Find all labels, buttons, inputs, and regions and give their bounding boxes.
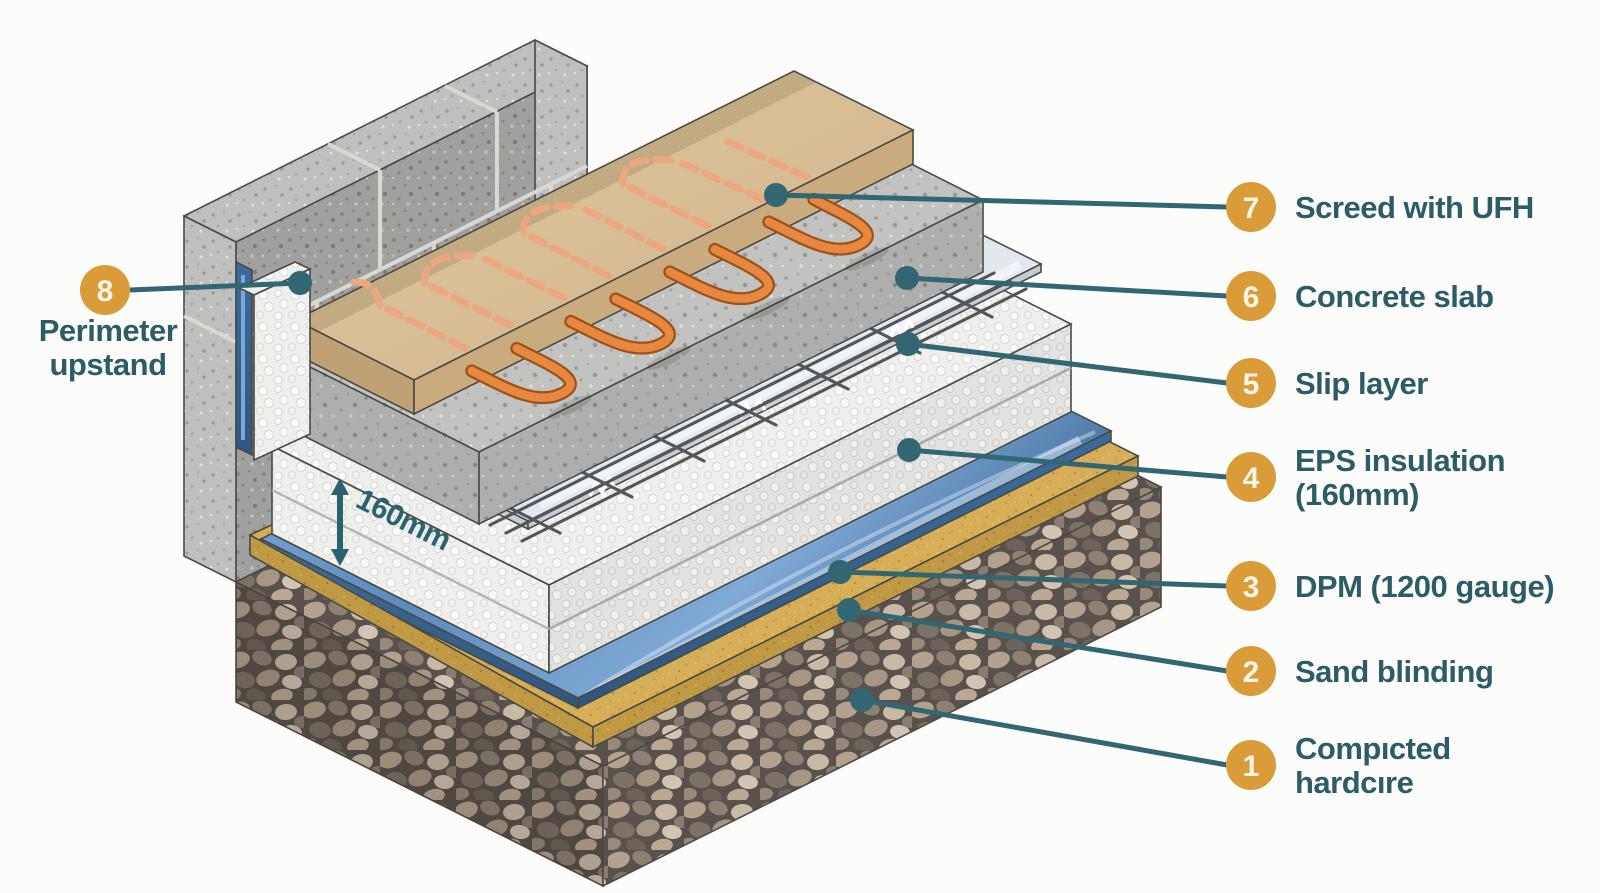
ufh-pipes bbox=[341, 135, 889, 419]
callout-5: 5 Slip layer bbox=[1226, 358, 1429, 408]
callout-1-circle bbox=[1226, 740, 1276, 790]
dimension-arrowhead-down bbox=[331, 549, 349, 566]
callout-3-number: 3 bbox=[1243, 571, 1260, 604]
callout-8-number: 8 bbox=[97, 275, 114, 308]
callout-8: 8 Perimeter upstand bbox=[39, 265, 178, 382]
callout-8-label-line1: Perimeter bbox=[39, 313, 178, 348]
leader-dot-7 bbox=[764, 183, 788, 207]
slip-sheen bbox=[537, 260, 1023, 510]
callout-2-number: 2 bbox=[1243, 656, 1260, 689]
hardcore-left-face-shade bbox=[236, 582, 603, 886]
eps-board-joint-right bbox=[548, 366, 1072, 631]
callout-1-label-line2: hardcıre bbox=[1295, 765, 1414, 800]
callout-3-circle bbox=[1226, 561, 1276, 611]
callout-7-label: Screed with UFH bbox=[1295, 190, 1534, 225]
callout-2: 2 Sand blinding bbox=[1226, 646, 1494, 696]
callout-5-circle bbox=[1226, 358, 1276, 408]
callout-3-label: DPM (1200 gauge) bbox=[1295, 569, 1554, 604]
leader-dot-1 bbox=[850, 688, 874, 712]
ufh-pipe-shadows bbox=[548, 247, 889, 419]
callout-4-circle bbox=[1226, 452, 1276, 502]
callout-6-number: 6 bbox=[1243, 281, 1260, 314]
ufh-pipes-embedded-dashed bbox=[341, 135, 811, 352]
wall-left-end-face bbox=[183, 214, 237, 584]
callout-4-label-line2: (160mm) bbox=[1295, 477, 1419, 512]
leader-dot-2 bbox=[837, 598, 861, 622]
hardcore-right-face bbox=[602, 485, 1162, 888]
leader-dot-3 bbox=[828, 560, 852, 584]
callout-2-circle bbox=[1226, 646, 1276, 696]
callout-4-label-line1: EPS insulation bbox=[1295, 443, 1505, 478]
callout-4: 4 EPS insulation (160mm) bbox=[1226, 443, 1506, 512]
leader-dot-5 bbox=[896, 332, 920, 356]
callout-8-label-line2: upstand bbox=[49, 347, 166, 382]
dimension-arrowhead-up bbox=[331, 478, 349, 495]
callout-7-number: 7 bbox=[1243, 192, 1260, 225]
sand-right-face bbox=[592, 454, 1139, 749]
leader-dot-8 bbox=[288, 271, 312, 295]
callout-5-label: Slip layer bbox=[1295, 366, 1428, 401]
eps-board-joint-left bbox=[271, 488, 550, 631]
callout-6: 6 Concrete slab bbox=[1226, 271, 1494, 321]
upstand-front-face bbox=[253, 267, 311, 462]
dpm-sheen-2 bbox=[583, 430, 1096, 697]
callout-1-number: 1 bbox=[1243, 750, 1260, 783]
callout-3: 3 DPM (1200 gauge) bbox=[1226, 561, 1555, 611]
leader-lines bbox=[129, 183, 1228, 768]
callout-4-number: 4 bbox=[1243, 462, 1260, 495]
ufh-pipe-loops bbox=[467, 195, 872, 402]
concrete-right-face bbox=[478, 198, 984, 526]
callout-7-circle bbox=[1226, 182, 1276, 232]
callout-1: 1 Compıcted hardcıre bbox=[1226, 731, 1451, 800]
callout-6-label: Concrete slab bbox=[1295, 279, 1494, 314]
leader-dot-4 bbox=[897, 438, 921, 462]
callout-7: 7 Screed with UFH bbox=[1226, 182, 1534, 232]
callout-1-label-line1: Compıcted bbox=[1295, 731, 1451, 766]
callout-2-label: Sand blinding bbox=[1295, 654, 1493, 689]
callout-8-circle bbox=[80, 265, 130, 315]
callout-5-number: 5 bbox=[1243, 368, 1260, 401]
callout-6-circle bbox=[1226, 271, 1276, 321]
leader-dot-6 bbox=[895, 266, 919, 290]
